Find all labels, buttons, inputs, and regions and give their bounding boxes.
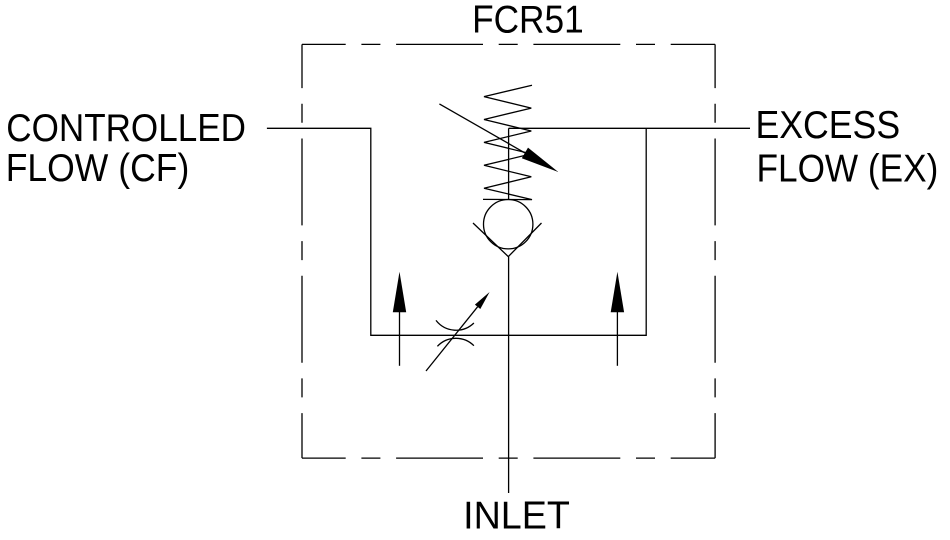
svg-text:INLET: INLET (463, 494, 570, 537)
svg-text:CONTROLLED: CONTROLLED (6, 107, 246, 150)
svg-text:FLOW (EX): FLOW (EX) (757, 148, 939, 191)
svg-text:EXCESS: EXCESS (756, 104, 901, 147)
svg-text:FLOW (CF): FLOW (CF) (6, 147, 190, 190)
svg-text:FCR51: FCR51 (472, 0, 584, 42)
